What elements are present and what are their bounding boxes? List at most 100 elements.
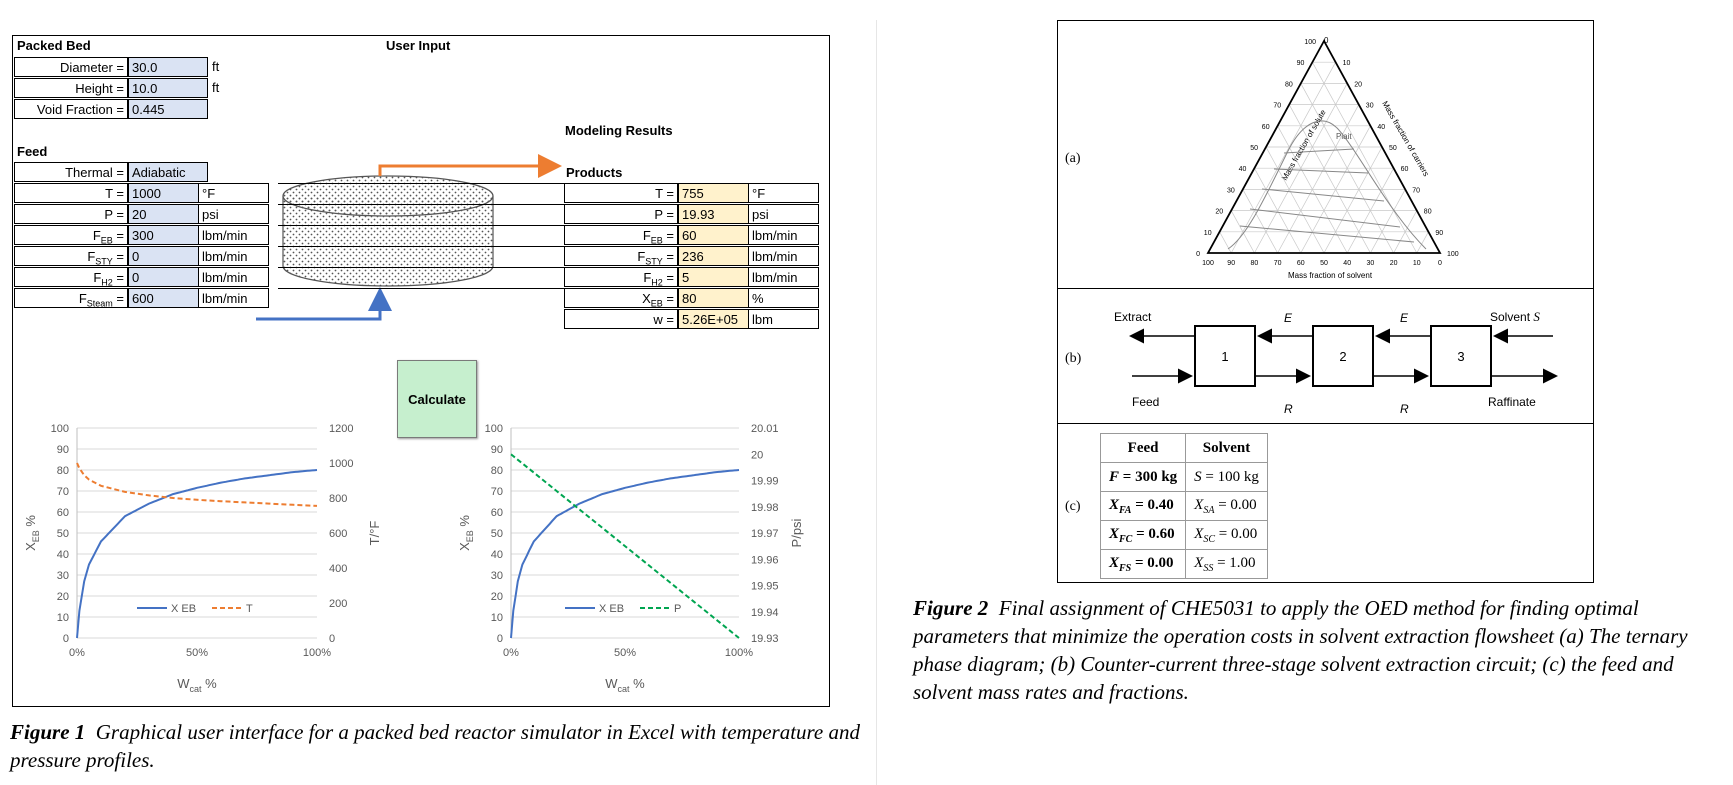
feed-cell: XFA = 0.40 <box>1099 491 1187 521</box>
thermal-select[interactable]: Adiabatic <box>128 162 208 182</box>
y-tick-label: 60 <box>491 507 503 519</box>
feed-f-eb-unit: lbm/min <box>199 225 269 245</box>
ternary-gridline <box>1277 104 1360 254</box>
y2-tick-label: 19.98 <box>751 502 779 514</box>
conversion-pressure-chart: 010203040506070809010019.9319.9419.9519.… <box>457 423 804 694</box>
calculate-button[interactable]: Calculate <box>397 360 477 438</box>
product-f-eb-value: 60 <box>678 225 749 245</box>
feed-p-value[interactable]: 20 <box>128 204 199 224</box>
y-tick-label: 40 <box>491 549 503 561</box>
product-w-unit: lbm <box>749 309 819 329</box>
y-tick-label: 80 <box>491 465 503 477</box>
y-tick-label: 90 <box>491 444 503 456</box>
series-line-p <box>510 453 740 639</box>
panel-divider-2 <box>1058 423 1593 424</box>
modeling-results-heading: Modeling Results <box>565 123 673 138</box>
panel-b-label: (b) <box>1065 351 1082 366</box>
ternary-gridline <box>1416 231 1429 254</box>
diameter-input[interactable]: 30.0 <box>128 57 208 77</box>
feed-stream-arrow <box>256 287 392 321</box>
y2-tick-label: 20 <box>751 449 763 461</box>
feed-f-eb-value[interactable]: 300 <box>128 225 199 245</box>
figure-2-text: Final assignment of CHE5031 to apply the… <box>913 596 1688 704</box>
ternary-gridline <box>1230 62 1336 254</box>
y2-tick-label: 600 <box>329 528 347 540</box>
y-tick-label: 30 <box>57 570 69 582</box>
row-gridline <box>278 204 564 205</box>
figure-2-caption: Figure 2 Final assignment of CHE5031 to … <box>913 594 1725 706</box>
solvent-axis-label: Mass fraction of solvent <box>1288 271 1373 280</box>
x-tick-label: 50% <box>186 647 208 659</box>
feed-f-steam-label: FSteam = <box>14 288 128 309</box>
product-f-eb-unit: lbm/min <box>749 225 819 245</box>
reactor-top <box>282 175 494 217</box>
x-tick-label: 0% <box>69 647 85 659</box>
left-tick-label: 10 <box>1204 230 1212 237</box>
series-line-t <box>76 462 318 507</box>
bottom-tick-label: 40 <box>1343 260 1351 267</box>
column-divider <box>876 20 877 785</box>
height-input[interactable]: 10.0 <box>128 78 208 98</box>
ternary-gridline <box>1242 189 1278 254</box>
tie-line <box>1283 148 1355 154</box>
row-gridline <box>278 288 564 289</box>
figure-1-text: Graphical user interface for a packed be… <box>10 720 860 772</box>
tie-line <box>1239 225 1415 243</box>
diameter-unit: ft <box>212 59 220 74</box>
y-tick-label: 0 <box>63 633 69 645</box>
packed-bed-heading: Packed Bed <box>17 38 91 53</box>
y-tick-label: 60 <box>57 507 69 519</box>
feed-f-sty-value[interactable]: 0 <box>128 246 199 266</box>
product-t-value: 755 <box>678 183 749 203</box>
legend-label: T <box>246 603 253 615</box>
feed-t-value[interactable]: 1000 <box>128 183 199 203</box>
y-tick-label: 20 <box>491 591 503 603</box>
product-f-sty-value: 236 <box>678 246 749 266</box>
y2-axis-title: P/psi <box>789 518 804 547</box>
panel-c-label: (c) <box>1065 499 1081 514</box>
y2-tick-label: 1200 <box>329 423 353 435</box>
legend-label: P <box>674 603 681 615</box>
ternary-gridline <box>1323 146 1383 254</box>
series-line-x-eb <box>510 469 740 639</box>
y-axis-title: XEB % <box>457 515 475 551</box>
thermal-label: Thermal = <box>14 162 128 182</box>
bottom-tick-label: 10 <box>1413 260 1421 267</box>
y-tick-label: 20 <box>57 591 69 603</box>
product-w-value: 5.26E+05 <box>678 309 749 329</box>
bottom-tick-label: 50 <box>1320 260 1328 267</box>
feed-f-h2-label: FH2 = <box>14 267 128 288</box>
right-tick-label: 20 <box>1354 81 1362 88</box>
left-tick-label: 30 <box>1227 187 1235 194</box>
r-label-1: R <box>1284 402 1293 416</box>
product-x-eb-label: XEB = <box>564 288 678 309</box>
y2-axis-title: T/°F <box>367 521 382 546</box>
y2-tick-label: 19.96 <box>751 554 779 566</box>
y-axis-title: XEB % <box>23 515 41 551</box>
void-fraction-input[interactable]: 0.445 <box>128 99 208 119</box>
y-tick-label: 100 <box>51 423 69 435</box>
y-tick-label: 40 <box>57 549 69 561</box>
product-p-unit: psi <box>749 204 819 224</box>
feed-f-h2-value[interactable]: 0 <box>128 267 199 287</box>
feed-f-steam-value[interactable]: 600 <box>128 288 199 308</box>
y-tick-label: 90 <box>57 444 69 456</box>
feed-label: Feed <box>1132 395 1159 409</box>
feed-t-unit: °F <box>199 183 269 203</box>
x-tick-label: 50% <box>614 647 636 659</box>
product-p-label: P = <box>564 204 678 224</box>
x-axis-title: Wcat % <box>177 676 217 694</box>
raffinate-label: Raffinate <box>1488 395 1536 409</box>
solvent-label: Solvent S <box>1490 309 1540 324</box>
solvent-cell: S = 100 kg <box>1185 462 1268 492</box>
stage-2-box <box>1312 325 1374 387</box>
feed-cell: XFC = 0.60 <box>1099 520 1187 550</box>
x-tick-label: 0% <box>503 647 519 659</box>
left-tick-label: 80 <box>1285 81 1293 88</box>
x-tick-label: 100% <box>303 647 331 659</box>
product-f-h2-value: 5 <box>678 267 749 287</box>
solvent-cell: XSC = 0.00 <box>1185 520 1268 550</box>
